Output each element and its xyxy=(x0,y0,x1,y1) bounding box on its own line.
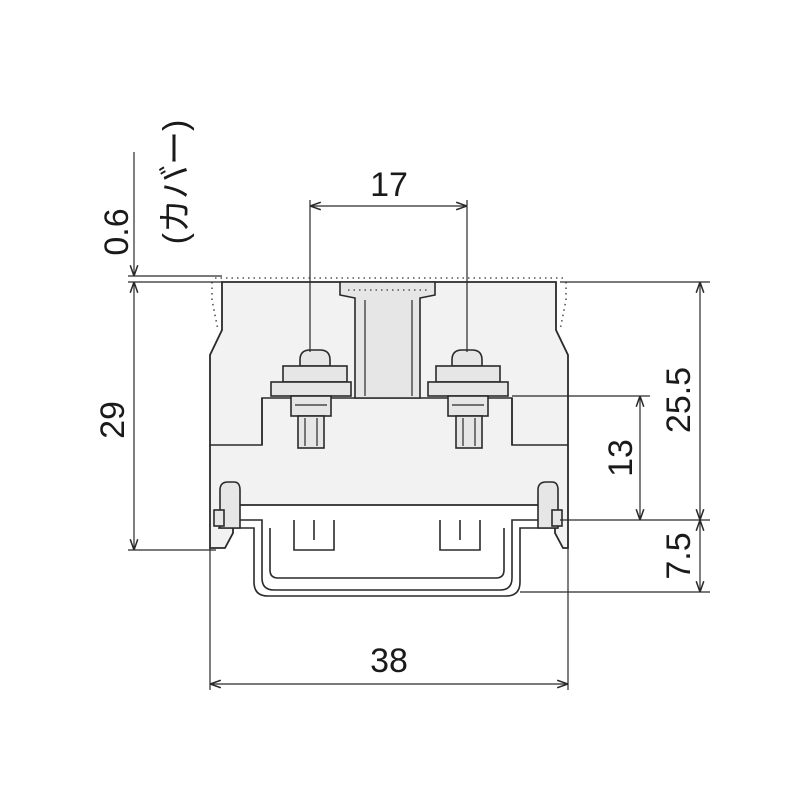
right-screw xyxy=(427,349,509,449)
dimension-label-7-5: 7.5 xyxy=(660,532,698,579)
dimension-label-0-6: 0.6 xyxy=(98,208,136,255)
dimension-terminal-height: 13 xyxy=(512,395,710,521)
dimension-label-25-5: 25.5 xyxy=(660,367,698,433)
left-screw xyxy=(270,349,352,449)
din-rail xyxy=(213,481,563,597)
dimension-label-29: 29 xyxy=(94,401,132,439)
dimension-rail-height: 7.5 xyxy=(520,520,710,593)
dimension-label-17: 17 xyxy=(370,166,408,204)
cover-outline xyxy=(211,277,567,331)
dimension-label-38: 38 xyxy=(370,642,408,680)
dimension-screw-height: 25.5 xyxy=(560,281,710,520)
cover-label: (カバー) xyxy=(157,120,195,245)
dimension-total-height: 29 xyxy=(94,282,216,551)
dimension-screw-pitch: 17 xyxy=(309,166,468,352)
center-partition xyxy=(339,281,436,399)
dimension-width: 38 xyxy=(209,548,569,690)
dimension-cover-thickness: 0.6 (カバー) xyxy=(98,120,222,283)
dimension-label-13: 13 xyxy=(602,439,640,477)
